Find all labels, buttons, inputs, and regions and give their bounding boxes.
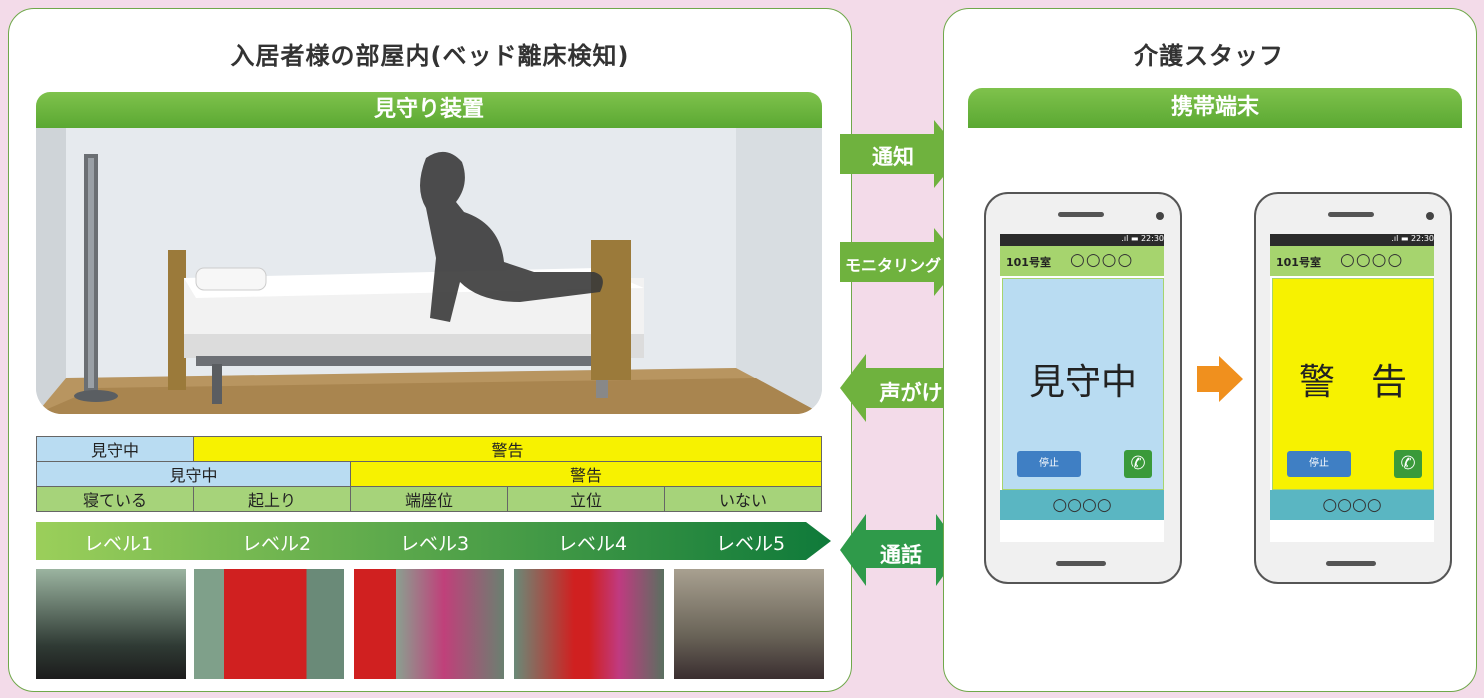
home-button[interactable] — [1056, 561, 1106, 566]
level-arrow: レベル1 レベル2 レベル3 レベル4 レベル5 — [36, 522, 831, 560]
resident-room-title: 入居者様の部屋内(ベッド離床検知) — [230, 42, 630, 70]
camera-thumb-level-1 — [36, 569, 186, 679]
row1-watching: 見守中 — [36, 436, 194, 462]
room-row: 101号室 ○○○○ — [1270, 246, 1434, 276]
camera-thumb-level-5 — [674, 569, 824, 679]
monitoring-arrow-label: モニタリング — [844, 256, 941, 275]
status-level-table: 見守中 警告 見守中 警告 寝ている 起上り 端座位 立位 いない — [36, 436, 822, 512]
room-illustration — [36, 128, 822, 414]
voice-arrow-label: 声がけ — [879, 381, 943, 405]
bottom-name-row: ○○○○ — [1000, 490, 1164, 520]
mobile-terminal-bar: 携帯端末 — [968, 88, 1462, 128]
camera-thumb-level-2 — [194, 569, 344, 679]
call-arrow-label: 通話 — [880, 543, 922, 567]
level-1: レベル1 — [84, 533, 154, 555]
row2-warning: 警告 — [350, 461, 822, 487]
status-bar: .ıl ▬ 22:30 — [1000, 234, 1164, 246]
level-2: レベル2 — [242, 533, 312, 555]
phone-watching: .ıl ▬ 22:30 101号室 ○○○○ 見守中 停止 ✆ ○○○○ — [984, 192, 1182, 584]
camera-dot — [1156, 212, 1164, 220]
speaker — [1328, 212, 1374, 217]
room-number: 101号室 — [1006, 256, 1051, 269]
row2-watching: 見守中 — [36, 461, 351, 487]
monitoring-device-bar: 見守り装置 — [36, 92, 822, 128]
home-button[interactable] — [1326, 561, 1376, 566]
resident-name: ○○○○ — [1340, 250, 1404, 270]
stop-button[interactable]: 停止 — [1017, 451, 1081, 477]
communication-arrows — [840, 120, 962, 586]
level-4: レベル4 — [558, 533, 628, 555]
room-row: 101号室 ○○○○ — [1000, 246, 1164, 276]
resident-name: ○○○○ — [1070, 250, 1134, 270]
phone-screen: .ıl ▬ 22:30 101号室 ○○○○ 警 告 停止 ✆ ○○○○ — [1270, 234, 1434, 542]
status-text: 見守中 — [1028, 362, 1137, 403]
phone-handset-icon[interactable]: ✆ — [1124, 450, 1152, 478]
level-5: レベル5 — [716, 533, 786, 555]
state-lying: 寝ている — [36, 486, 194, 512]
care-staff-title: 介護スタッフ — [1134, 42, 1284, 70]
stop-button[interactable]: 停止 — [1287, 451, 1351, 477]
camera-dot — [1426, 212, 1434, 220]
speaker — [1058, 212, 1104, 217]
camera-thumb-level-3 — [354, 569, 504, 679]
state-edge-sitting: 端座位 — [350, 486, 508, 512]
transition-arrow-icon — [1197, 356, 1243, 402]
phone-screen: .ıl ▬ 22:30 101号室 ○○○○ 見守中 停止 ✆ ○○○○ — [1000, 234, 1164, 542]
status-area: 見守中 停止 ✆ — [1002, 278, 1164, 490]
phone-handset-icon[interactable]: ✆ — [1394, 450, 1422, 478]
state-sitting-up: 起上り — [193, 486, 351, 512]
level-3: レベル3 — [400, 533, 470, 555]
camera-thumb-level-4 — [514, 569, 664, 679]
bottom-name-row: ○○○○ — [1270, 490, 1434, 520]
state-standing: 立位 — [507, 486, 665, 512]
status-area: 警 告 停止 ✆ — [1272, 278, 1434, 490]
state-absent: いない — [664, 486, 822, 512]
room-number: 101号室 — [1276, 256, 1321, 269]
phone-warning: .ıl ▬ 22:30 101号室 ○○○○ 警 告 停止 ✆ ○○○○ — [1254, 192, 1452, 584]
notify-arrow-label: 通知 — [872, 145, 914, 169]
status-bar: .ıl ▬ 22:30 — [1270, 234, 1434, 246]
row1-warning: 警告 — [193, 436, 822, 462]
status-text: 警 告 — [1298, 362, 1407, 403]
